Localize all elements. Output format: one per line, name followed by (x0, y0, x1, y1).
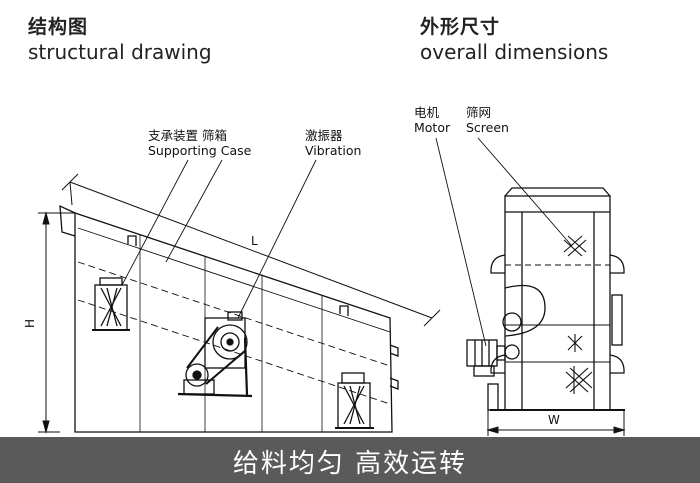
callout-motor-zh: 电机 (414, 105, 440, 120)
dimension-height-line (38, 211, 75, 434)
screen-mesh-bottom (565, 366, 593, 394)
structural-heading-zh: 结构图 (28, 16, 89, 38)
screen-mesh-top (563, 235, 587, 257)
banner-text: 给料均匀 高效运转 (232, 449, 468, 479)
callout-supporting-zh: 支承装置 筛箱 (148, 128, 227, 143)
callout-supporting-en: Supporting Case (148, 143, 252, 158)
callout-vibration: 激振器 Vibration (305, 128, 361, 158)
spring-support-left (92, 277, 130, 331)
callout-motor: 电机 Motor (414, 105, 450, 135)
spring-support-right (335, 372, 374, 429)
dimension-length-label: L (251, 234, 258, 248)
dimension-height-label: H (23, 319, 37, 328)
bottom-banner: 给料均匀 高效运转 (0, 437, 700, 483)
overall-heading-zh: 外形尺寸 (420, 16, 501, 38)
structural-drawing-heading: 结构图 structural drawing (28, 12, 212, 64)
lifting-lug-left (127, 235, 137, 246)
overall-dimensions-heading: 外形尺寸 overall dimensions (420, 12, 608, 64)
dimension-width-line (486, 410, 626, 436)
callout-screen: 筛网 Screen (466, 105, 509, 135)
structural-heading-en: structural drawing (28, 40, 212, 64)
structural-drawing (38, 159, 441, 434)
callout-motor-en: Motor (414, 120, 451, 135)
overall-dimensions-drawing (435, 137, 626, 436)
callout-screen-en: Screen (466, 120, 509, 135)
overall-heading-en: overall dimensions (420, 40, 609, 64)
dimension-length-line (61, 173, 441, 327)
screen-box (74, 212, 393, 433)
callout-screen-zh: 筛网 (466, 105, 492, 120)
callout-vibration-en: Vibration (305, 143, 362, 158)
screen-mesh-middle (567, 334, 583, 352)
dimension-width-label: W (548, 413, 560, 427)
motor-block (466, 339, 506, 377)
callout-supporting-case: 支承装置 筛箱 Supporting Case (148, 128, 251, 158)
equipment-drawing: L H (23, 137, 626, 436)
vibrator-assembly (177, 311, 253, 398)
callout-vibration-zh: 激振器 (305, 128, 343, 143)
lifting-lug-right (339, 305, 349, 316)
